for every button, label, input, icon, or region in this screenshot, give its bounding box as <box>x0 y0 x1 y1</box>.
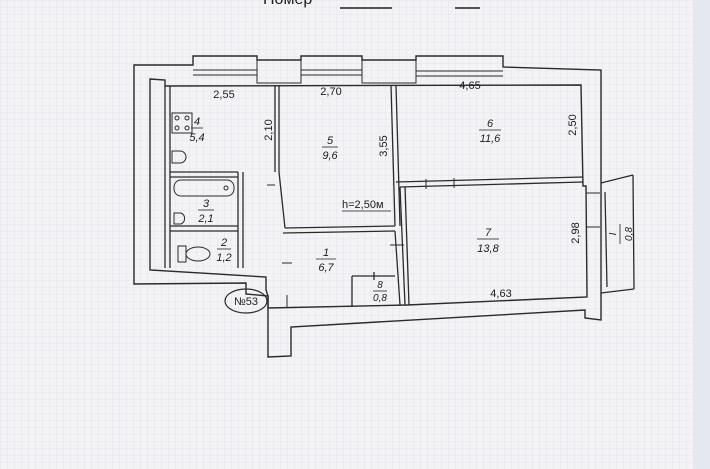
partitions <box>164 84 584 307</box>
windows <box>193 59 503 84</box>
room-6-number: 6 <box>487 118 494 130</box>
apartment-number: №53 <box>234 296 258 308</box>
stove-icon <box>171 112 193 134</box>
toilet-icon <box>177 245 211 263</box>
room-7-area: 13,8 <box>477 243 499 255</box>
room-2-area: 1,2 <box>216 252 231 264</box>
balcony-label: I 0,8 <box>608 224 635 244</box>
balcony <box>600 174 635 294</box>
page-edge <box>693 0 710 469</box>
dim-room4-height: 2,10 <box>263 119 275 140</box>
room-5-area: 9,6 <box>322 150 338 162</box>
balcony-area: 0,8 <box>624 227 635 241</box>
room-3-number: 3 <box>203 198 210 210</box>
balcony-number: I <box>608 232 619 235</box>
header-text: Номер <box>263 0 312 8</box>
dim-room4-width: 2,55 <box>213 89 234 101</box>
bathtub-icon <box>173 179 235 197</box>
kitchen-sink-icon <box>171 150 187 164</box>
dim-room6-height: 2,50 <box>567 114 579 135</box>
room-2: 2 1,2 <box>216 237 231 264</box>
room-6-area: 11,6 <box>480 133 501 145</box>
washbasin-icon <box>173 212 186 225</box>
dimension-labels: 2,55 2,10 2,70 3,55 4,65 2,50 4,63 2,98 <box>213 80 582 300</box>
room-7: 7 13,8 <box>477 227 500 255</box>
room-1-area: 6,7 <box>318 262 334 274</box>
door-ticks <box>267 178 600 307</box>
apartment-number-badge: №53 <box>224 288 268 314</box>
room-3-area: 2,1 <box>197 213 213 225</box>
room-7-number: 7 <box>485 227 492 239</box>
room-3: 3 2,1 <box>197 198 214 225</box>
room-8-area: 0,8 <box>373 293 387 304</box>
room-4: 4 5,4 <box>189 116 204 144</box>
room-4-number: 4 <box>194 116 200 128</box>
dim-room7-height: 2,98 <box>570 222 582 243</box>
dim-room6-width: 4,65 <box>459 80 480 92</box>
dim-room5-width: 2,70 <box>320 86 341 98</box>
room-4-area: 5,4 <box>189 132 204 144</box>
dim-room7-width: 4,63 <box>490 288 511 300</box>
room-8-number: 8 <box>377 280 383 291</box>
room-1: 1 6,7 <box>316 247 336 274</box>
room-6: 6 11,6 <box>479 118 501 145</box>
room-2-number: 2 <box>220 237 227 249</box>
room-5-number: 5 <box>327 135 334 147</box>
room-8: 8 0,8 <box>373 280 387 304</box>
ceiling-height: h=2,50м <box>342 199 384 211</box>
room-5: 5 9,6 <box>322 135 339 162</box>
room-1-number: 1 <box>323 247 329 259</box>
dim-room5-height: 3,55 <box>378 135 390 156</box>
